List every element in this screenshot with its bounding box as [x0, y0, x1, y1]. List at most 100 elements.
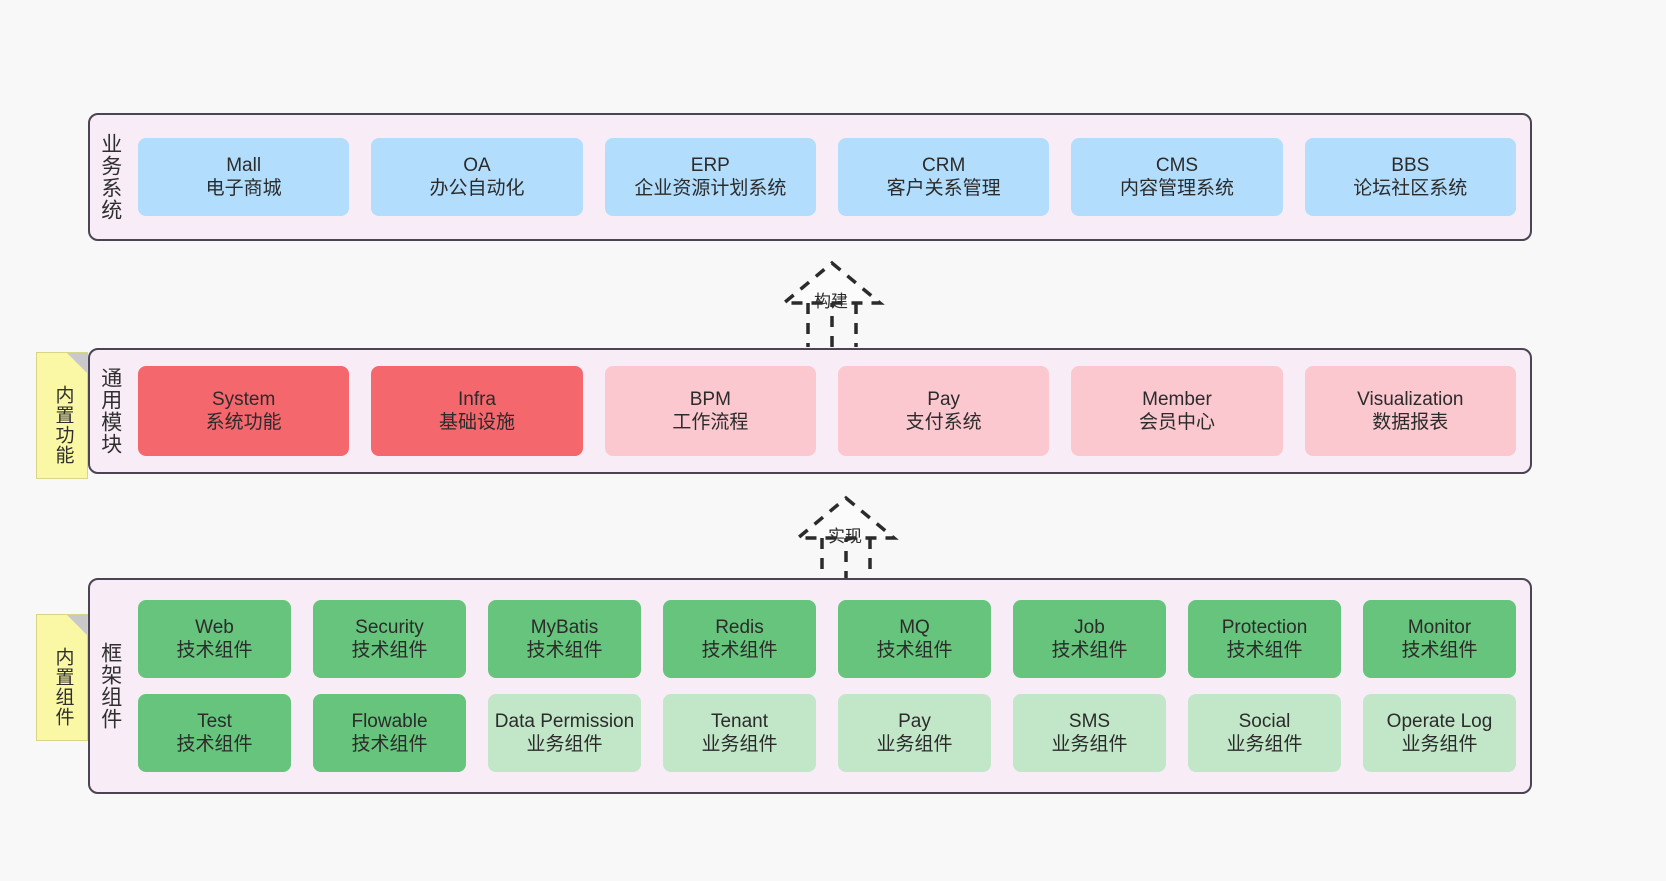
card-title: Redis [715, 616, 764, 638]
card-subtitle: 业务组件 [1051, 734, 1128, 755]
card-pay-module[interactable]: Pay 支付系统 [837, 366, 1050, 456]
card-subtitle: 会员中心 [1138, 412, 1215, 433]
layer-title-common-module: 通用模块 [98, 367, 122, 455]
card-bpm[interactable]: BPM 工作流程 [604, 366, 816, 456]
layer-title-business-system: 业务系统 [98, 133, 122, 221]
card-mq[interactable]: MQ 技术组件 [838, 600, 991, 678]
card-subtitle: 基础设施 [438, 412, 515, 433]
card-data-permission[interactable]: Data Permission 业务组件 [488, 694, 641, 772]
card-title: Pay [898, 710, 931, 732]
card-title: BPM [689, 388, 731, 410]
card-title: Data Permission [494, 710, 635, 732]
card-title: Security [355, 616, 424, 638]
card-title: MyBatis [530, 616, 599, 638]
card-member[interactable]: Member 会员中心 [1071, 366, 1283, 456]
sticky-note-builtin-component[interactable]: 内置组件 [36, 614, 88, 741]
card-subtitle: 论坛社区系统 [1353, 178, 1468, 199]
connector-build-arrow-icon [779, 260, 885, 347]
card-crm[interactable]: CRM 客户关系管理 [837, 138, 1050, 216]
card-subtitle: 技术组件 [176, 734, 253, 755]
card-infra[interactable]: Infra 基础设施 [371, 366, 583, 456]
card-subtitle: 技术组件 [176, 640, 253, 661]
card-title: ERP [690, 154, 730, 176]
card-subtitle: 技术组件 [1226, 640, 1303, 661]
connector-implement-label: 实现 [828, 527, 862, 546]
card-social[interactable]: Social 业务组件 [1188, 694, 1341, 772]
layer-body-framework-component: Web 技术组件 Security 技术组件 MyBatis 技术组件 Redi… [130, 580, 1530, 792]
card-mybatis[interactable]: MyBatis 技术组件 [488, 600, 641, 678]
card-title: Test [197, 710, 232, 732]
card-title: Flowable [351, 710, 428, 732]
card-pay-component[interactable]: Pay 业务组件 [838, 694, 991, 772]
card-title: Member [1142, 388, 1212, 410]
card-title: Web [195, 616, 234, 638]
connector-build-label: 构建 [814, 292, 848, 311]
card-sms[interactable]: SMS 业务组件 [1013, 694, 1166, 772]
card-subtitle: 技术组件 [1401, 640, 1478, 661]
card-title: CMS [1155, 154, 1199, 176]
fold-corner-icon [67, 615, 87, 635]
card-system[interactable]: System 系统功能 [138, 366, 350, 456]
card-subtitle: 数据报表 [1372, 412, 1449, 433]
card-erp[interactable]: ERP 企业资源计划系统 [604, 138, 816, 216]
card-row-biz: Test 技术组件 Flowable 技术组件 Data Permission … [138, 694, 1516, 772]
card-subtitle: 办公自动化 [429, 178, 525, 199]
card-bbs[interactable]: BBS 论坛社区系统 [1304, 138, 1516, 216]
layer-business-system[interactable]: 业务系统 Mall 电子商城 OA 办公自动化 ERP 企业资源计划系统 CRM… [88, 113, 1532, 241]
card-title: Pay [927, 388, 961, 410]
card-title: Monitor [1407, 616, 1472, 638]
card-title: CRM [922, 154, 966, 176]
card-subtitle: 业务组件 [1226, 734, 1303, 755]
card-operate-log[interactable]: Operate Log 业务组件 [1363, 694, 1516, 772]
card-title: Protection [1221, 616, 1308, 638]
layer-common-module[interactable]: 通用模块 System 系统功能 Infra 基础设施 BPM 工作流程 Pay… [88, 348, 1532, 474]
card-cms[interactable]: CMS 内容管理系统 [1071, 138, 1283, 216]
card-redis[interactable]: Redis 技术组件 [663, 600, 816, 678]
card-title: OA [463, 154, 491, 176]
card-title: Social [1238, 710, 1291, 732]
fold-corner-icon [67, 353, 87, 373]
card-oa[interactable]: OA 办公自动化 [371, 138, 583, 216]
card-title: Tenant [710, 710, 769, 732]
card-subtitle: 内容管理系统 [1119, 178, 1234, 199]
card-subtitle: 支付系统 [905, 412, 982, 433]
card-title: System [211, 388, 276, 410]
card-flowable[interactable]: Flowable 技术组件 [313, 694, 466, 772]
card-web[interactable]: Web 技术组件 [138, 600, 291, 678]
card-subtitle: 技术组件 [351, 640, 428, 661]
card-title: Infra [457, 388, 496, 410]
connector-implement-arrow-icon [793, 495, 899, 582]
card-title: Job [1074, 616, 1105, 638]
card-monitor[interactable]: Monitor 技术组件 [1363, 600, 1516, 678]
card-subtitle: 企业资源计划系统 [634, 178, 787, 199]
sticky-note-builtin-function[interactable]: 内置功能 [36, 352, 88, 479]
card-row-common: System 系统功能 Infra 基础设施 BPM 工作流程 Pay 支付系统… [138, 366, 1516, 456]
card-title: SMS [1068, 710, 1111, 732]
layer-title-framework-component: 框架组件 [98, 642, 122, 730]
card-visualization[interactable]: Visualization 数据报表 [1304, 366, 1516, 456]
card-title: Operate Log [1386, 710, 1493, 732]
card-job[interactable]: Job 技术组件 [1013, 600, 1166, 678]
card-subtitle: 业务组件 [1401, 734, 1478, 755]
layer-body-common-module: System 系统功能 Infra 基础设施 BPM 工作流程 Pay 支付系统… [130, 350, 1530, 472]
connector-implement: 实现 [766, 490, 926, 582]
card-mall[interactable]: Mall 电子商城 [138, 138, 350, 216]
card-title: MQ [899, 616, 930, 638]
card-subtitle: 技术组件 [526, 640, 603, 661]
card-title: BBS [1391, 154, 1430, 176]
card-row-business: Mall 电子商城 OA 办公自动化 ERP 企业资源计划系统 CRM 客户关系… [138, 138, 1516, 216]
card-tenant[interactable]: Tenant 业务组件 [663, 694, 816, 772]
card-subtitle: 业务组件 [701, 734, 778, 755]
connector-build: 构建 [752, 255, 912, 347]
card-subtitle: 技术组件 [701, 640, 778, 661]
card-subtitle: 技术组件 [876, 640, 953, 661]
card-protection[interactable]: Protection 技术组件 [1188, 600, 1341, 678]
card-subtitle: 业务组件 [876, 734, 953, 755]
sticky-note-text: 内置功能 [52, 384, 74, 465]
card-security[interactable]: Security 技术组件 [313, 600, 466, 678]
layer-framework-component[interactable]: 框架组件 Web 技术组件 Security 技术组件 MyBatis 技术组件… [88, 578, 1532, 794]
card-subtitle: 技术组件 [1051, 640, 1128, 661]
sticky-note-text: 内置组件 [52, 646, 74, 727]
card-test[interactable]: Test 技术组件 [138, 694, 291, 772]
